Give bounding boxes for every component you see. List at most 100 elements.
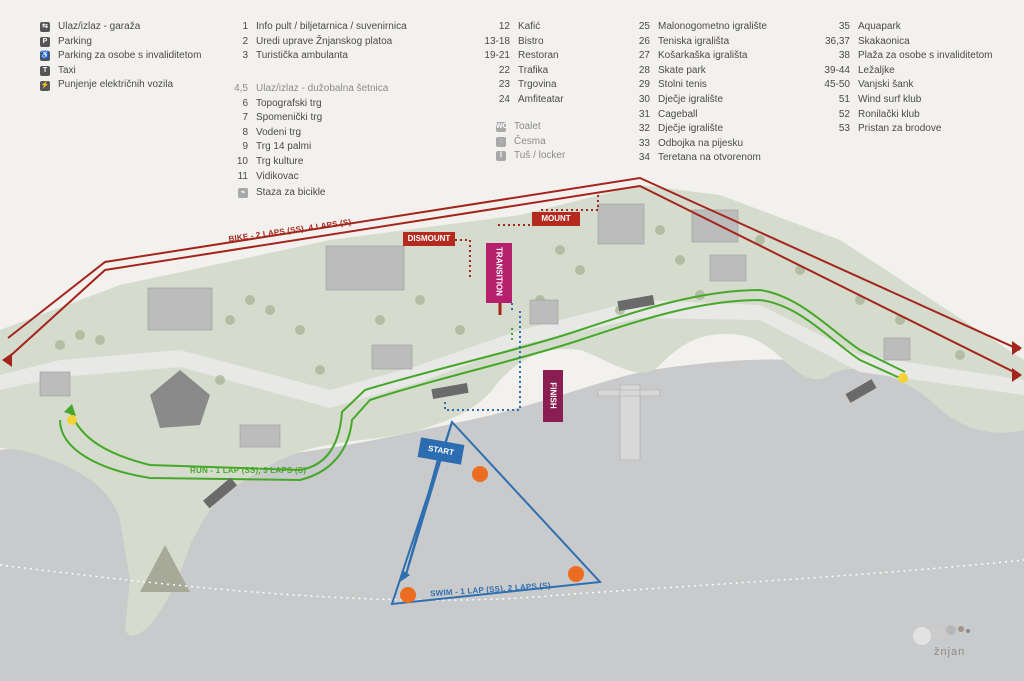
turn-marker: [67, 415, 77, 425]
legend-label: Košarkaška igrališta: [658, 50, 748, 62]
start-box: [417, 437, 465, 465]
legend-amenities: WC Toalet ◌ Česma ⌇ Tuš / locker: [496, 120, 565, 164]
legend-label: Info pult / biljetarnica / suvenirnica: [256, 21, 407, 32]
legend-label: Uredi uprave Žnjanskog platoa: [256, 35, 393, 47]
legend-label: Plaža za osobe s invaliditetom: [858, 50, 993, 62]
mount-path: [498, 195, 599, 226]
pier: [597, 384, 661, 461]
legend-num: 7: [242, 112, 248, 124]
legend-num: 36,37: [824, 35, 850, 47]
legend-label: Turistička ambulanta: [256, 50, 348, 62]
dismount-box: [403, 232, 455, 246]
legend-label: Spomenički trg: [256, 112, 323, 124]
legend-num: 33: [638, 137, 650, 149]
mount-box: [532, 212, 580, 226]
legend-label: Bistro: [518, 35, 544, 47]
legend-num: 51: [838, 93, 850, 105]
legend-label: Cageball: [658, 108, 698, 120]
garage-icon: ⇆: [40, 22, 50, 33]
swim-triangle: [390, 420, 603, 606]
legend-label: Vodeni trg: [256, 126, 302, 138]
legend-label: Skakaonica: [858, 35, 910, 47]
legend-label: Ležaljke: [858, 64, 895, 76]
legend-label: Restoran: [518, 50, 559, 62]
legend-label: Trg kulture: [256, 155, 304, 167]
legend-num: 52: [838, 108, 850, 120]
finish-label: FINISH: [548, 382, 558, 409]
legend-num: 10: [236, 155, 248, 167]
fountain-icon: ◌: [496, 136, 506, 147]
legend-label: Toalet: [514, 121, 541, 132]
legend-label: Pristan za brodove: [858, 123, 942, 135]
logo-text: žnjan: [934, 646, 966, 658]
legend-num: 34: [638, 152, 650, 164]
legend-label: Ronilački klub: [858, 108, 920, 120]
legend-num: 30: [638, 93, 650, 105]
legend-num: 25: [638, 21, 650, 32]
legend-label: Kafić: [518, 21, 541, 32]
legend-label: Teniska igrališta: [658, 35, 730, 47]
znjan-logo: [913, 625, 970, 645]
legend-num: 31: [638, 108, 650, 120]
legend-label: Dječje igralište: [658, 93, 724, 105]
legend-num: 12: [498, 21, 510, 32]
bike-arrow-right: [1012, 368, 1022, 382]
legend-num: 19-21: [484, 50, 510, 62]
legend-num: 26: [638, 35, 650, 47]
legend-label: Parking za osobe s invaliditetom: [58, 50, 202, 62]
aid-stations: [202, 294, 877, 509]
legend-num: 53: [838, 123, 850, 135]
legend-num: 24: [498, 93, 510, 105]
legend-label: Tuš / locker: [514, 150, 566, 162]
legend-num: 39-44: [824, 64, 850, 76]
legend-num: 8: [242, 126, 248, 138]
buoy: [472, 466, 488, 482]
legend-label: Staza za bicikle: [256, 187, 326, 199]
toilet-icon: WC: [496, 122, 508, 133]
legend-num: 28: [638, 64, 650, 76]
legend-num: 13-18: [484, 35, 510, 47]
legend-label: Punjenje električnih vozila: [58, 79, 174, 91]
legend-label: Malonogometno igralište: [658, 21, 767, 32]
legend-num: 29: [638, 79, 650, 91]
shower-icon: ⌇: [496, 151, 506, 162]
bike-route: [7, 176, 1021, 351]
buoy: [568, 566, 584, 582]
legend-label: Česma: [514, 135, 546, 147]
legend-sports: 25 Malonogometno igralište 26 Teniska igra…: [628, 20, 767, 166]
legend-label: Aquapark: [858, 21, 901, 32]
legend-label: Vanjski šank: [858, 79, 914, 91]
transition-label: TRANSITION: [494, 247, 504, 296]
legend-label: Parking: [58, 35, 92, 47]
legend-num: 3: [242, 50, 248, 62]
coastal-walkway: [0, 300, 1024, 408]
swim-arrow: [400, 570, 410, 582]
legend-num: 35: [838, 21, 850, 32]
run-route-label: RUN - 1 LAP (SS), 3 LAPS (S): [190, 466, 307, 475]
legend-label: Dječje igralište: [658, 123, 724, 135]
legend-beach: 35 Aquapark 36,37 Skakaonica 38 Plaža za os…: [810, 20, 993, 137]
amphitheatre: [150, 370, 210, 428]
legend-label: Stolni tenis: [658, 79, 707, 91]
legend-num: 45-50: [824, 79, 850, 91]
legend-label: Skate park: [658, 64, 706, 76]
legend-num: 11: [237, 170, 248, 182]
legend-label: Odbojka na pijesku: [658, 137, 744, 149]
ev-charging-icon: ⚡: [40, 80, 50, 91]
legend-num: 38: [838, 50, 850, 62]
facilities: [39, 203, 911, 448]
legend-label: Ulaz/izlaz - dužobalna šetnica: [256, 83, 389, 94]
taxi-icon: T: [40, 66, 50, 77]
swim-lead-line-2: [404, 451, 441, 579]
legend-num: 4,5: [234, 83, 248, 94]
legend-label: Wind surf klub: [858, 93, 922, 105]
legend-label: Trgovina: [518, 79, 557, 91]
transition-box: [486, 243, 512, 303]
legend-label: Topografski trg: [256, 97, 322, 109]
sea: [0, 359, 1024, 681]
land-area: [0, 185, 1024, 636]
run-route: [59, 298, 901, 482]
